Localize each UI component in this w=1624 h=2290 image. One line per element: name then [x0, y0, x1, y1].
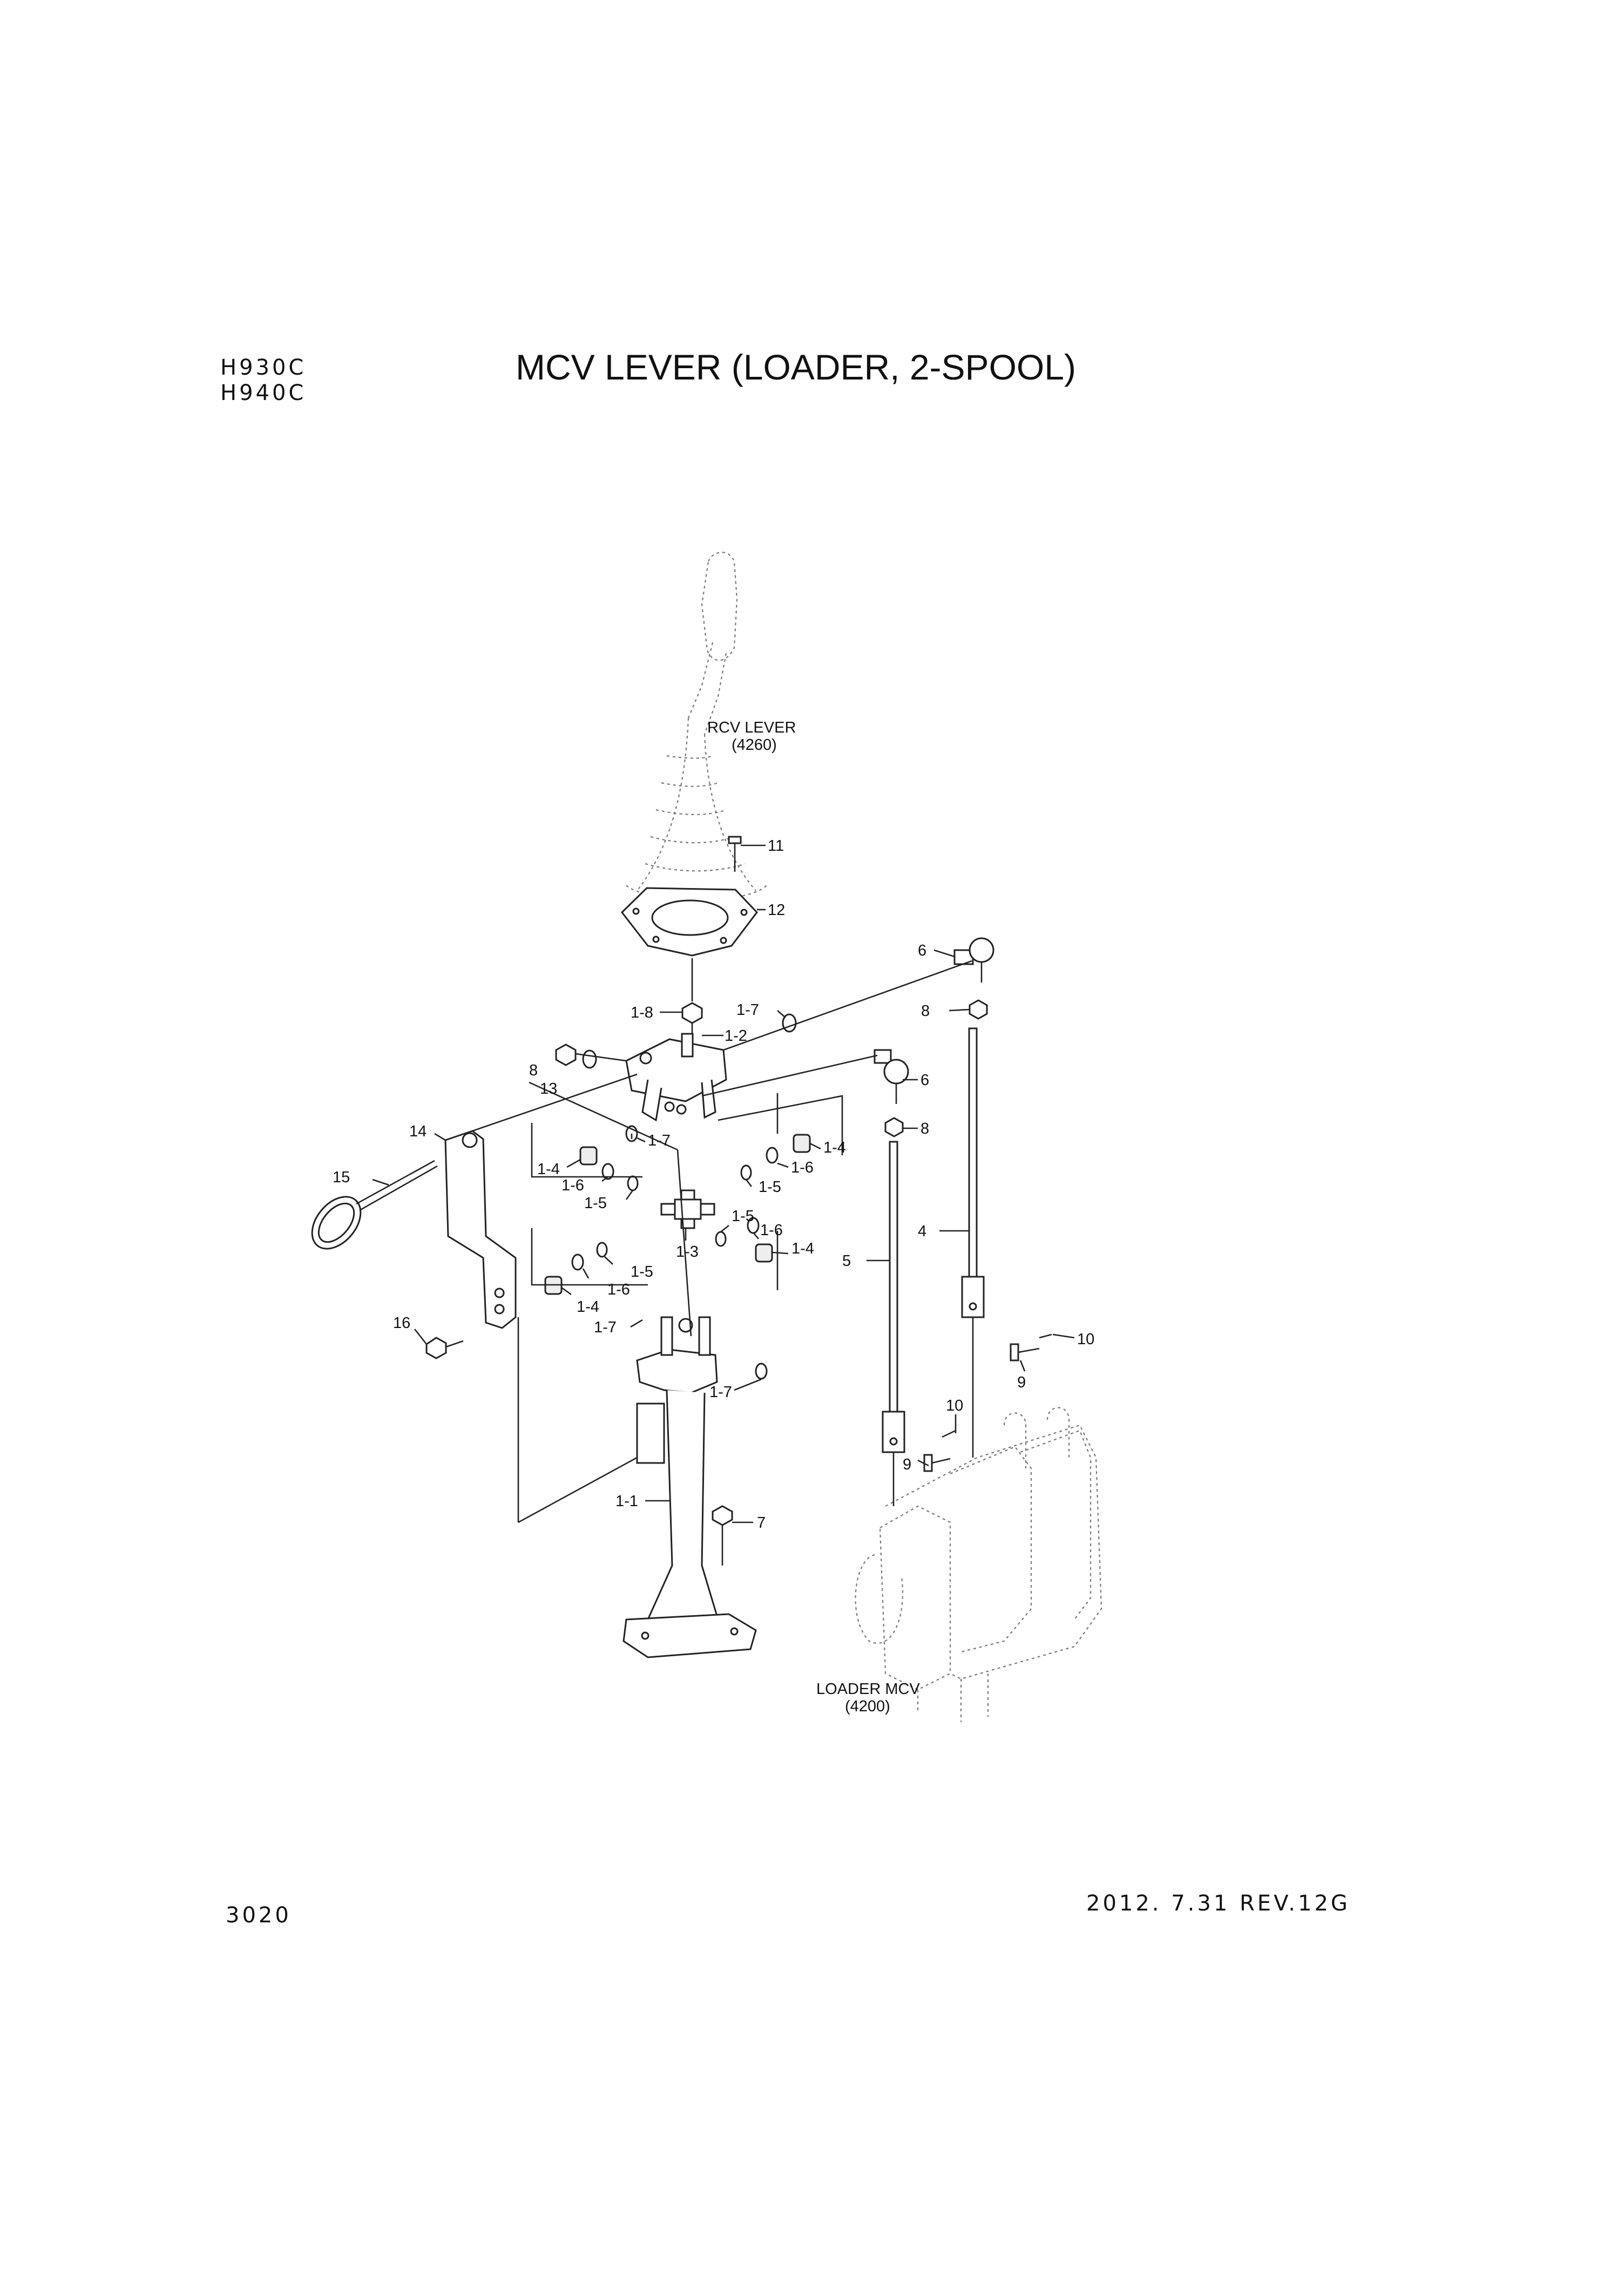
- callout-labels: 11 12 6 1-8 1-7 8 1-2 8 13 6 8 14 1-7 1-…: [333, 837, 1094, 1532]
- callout-8-left: 8: [529, 1062, 538, 1079]
- callout-1-7-mid: 1-7: [648, 1132, 671, 1149]
- reference-loader-mcv-name: LOADER MCV: [816, 1681, 920, 1698]
- callout-1-6-right: 1-6: [791, 1159, 814, 1176]
- bolt-part-16: [425, 1337, 464, 1359]
- callout-1-5-lower: 1-5: [631, 1263, 653, 1280]
- oring-1-5-c: [715, 1231, 727, 1247]
- oring-1-5-d: [596, 1242, 608, 1258]
- nut-part-8-right: [969, 999, 988, 1020]
- bushing-1-6-d: [571, 1254, 584, 1271]
- callout-4: 4: [918, 1223, 926, 1240]
- lever-bracket-1-2: [625, 1033, 727, 1122]
- callout-1-7-top: 1-7: [736, 1001, 759, 1019]
- oring-1-5-b: [740, 1164, 752, 1181]
- screw-part-11: [728, 836, 742, 872]
- cross-joint-1-3: [660, 1189, 715, 1229]
- rod-end-6-lower: [874, 1049, 909, 1104]
- callout-1-5-left: 1-5: [584, 1195, 607, 1212]
- pin-part-9-left: [923, 1454, 951, 1472]
- bushing-1-4-c: [755, 1243, 773, 1263]
- lever-stand-1-1: [622, 1316, 757, 1658]
- callout-6-lower: 6: [921, 1072, 929, 1089]
- bushing-1-4-b: [793, 1134, 811, 1153]
- oring-1-5-a: [627, 1175, 639, 1191]
- callout-1-2: 1-2: [725, 1027, 747, 1045]
- callout-15: 15: [333, 1169, 350, 1186]
- model-code-h930c: H930C: [220, 355, 307, 380]
- callout-8-middle: 8: [921, 1120, 929, 1137]
- nut-part-8-left: [555, 1044, 577, 1066]
- bushing-1-6-a: [601, 1163, 614, 1180]
- callout-10-right: 10: [1077, 1331, 1094, 1348]
- callout-1-8: 1-8: [631, 1004, 653, 1021]
- bushing-1-4-a: [579, 1146, 598, 1166]
- callout-1-6-left: 1-6: [561, 1177, 584, 1194]
- callout-14: 14: [409, 1123, 427, 1140]
- revision-stamp: 2012. 7.31 REV.12G: [1086, 1891, 1350, 1916]
- link-plate-14: [444, 1130, 517, 1329]
- rod-part-4: [961, 1027, 985, 1318]
- callout-8-right: 8: [921, 1002, 930, 1020]
- assembly-guide-lines: [472, 958, 972, 1523]
- oring-1-7-lower: [755, 1363, 768, 1380]
- callout-1-5-right: 1-5: [759, 1178, 781, 1196]
- callout-1-4-right: 1-4: [823, 1139, 846, 1156]
- callout-1-4-center: 1-4: [791, 1240, 814, 1257]
- rod-part-15: [311, 1160, 438, 1250]
- callout-16: 16: [393, 1315, 410, 1332]
- callout-1-6-center: 1-6: [760, 1222, 783, 1239]
- loader-mcv-ghost: [855, 1407, 1102, 1722]
- callout-5: 5: [842, 1252, 851, 1270]
- callout-11: 11: [768, 837, 784, 855]
- callout-1-4-lower: 1-4: [577, 1298, 599, 1316]
- callout-6-upper: 6: [918, 942, 926, 959]
- callout-1-4-left: 1-4: [537, 1161, 560, 1178]
- callout-1-3: 1-3: [676, 1243, 699, 1261]
- washer-part-13: [582, 1049, 597, 1069]
- bushing-1-6-b: [766, 1147, 779, 1164]
- callout-1-6-lower: 1-6: [607, 1281, 630, 1298]
- pin-part-9-right: [1010, 1343, 1040, 1361]
- rod-end-6-upper: [953, 937, 994, 983]
- callout-1-7-lower-right: 1-7: [709, 1384, 732, 1401]
- callout-leaders: [372, 844, 1075, 1523]
- callout-1-1: 1-1: [615, 1493, 638, 1510]
- callout-12: 12: [768, 902, 785, 919]
- reference-rcv-lever-code: (4260): [732, 736, 777, 754]
- boot-plate: [620, 887, 758, 957]
- callout-7: 7: [757, 1514, 766, 1532]
- bolt-part-7: [712, 1505, 733, 1566]
- callout-9-right: 9: [1017, 1374, 1026, 1391]
- callout-1-5-center: 1-5: [732, 1208, 754, 1225]
- nut-part-1-8: [681, 1002, 703, 1024]
- callout-9-left: 9: [903, 1456, 911, 1473]
- split-pin-part-10-right: [1039, 1333, 1052, 1339]
- page-title: MCV LEVER (LOADER, 2-SPOOL): [516, 347, 1076, 387]
- nut-part-8-middle: [884, 1117, 904, 1137]
- model-code-h940c: H940C: [220, 381, 307, 405]
- callout-10-left: 10: [946, 1397, 963, 1414]
- callout-1-7-lower-left: 1-7: [594, 1319, 617, 1336]
- reference-rcv-lever-name: RCV LEVER: [707, 719, 796, 736]
- page-number: 3020: [226, 1903, 292, 1928]
- split-pin-part-10-left: [942, 1429, 956, 1438]
- callout-13: 13: [540, 1080, 557, 1097]
- rod-part-5: [882, 1141, 905, 1453]
- reference-loader-mcv-code: (4200): [845, 1698, 890, 1715]
